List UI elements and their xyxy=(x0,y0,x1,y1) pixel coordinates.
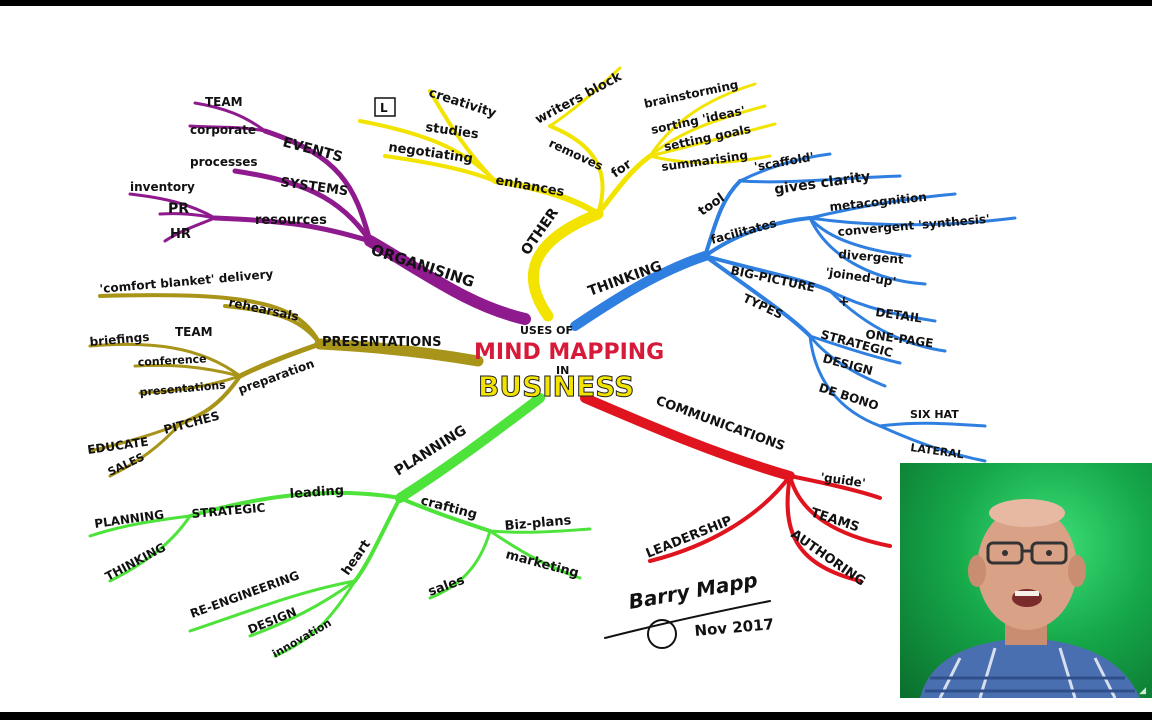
center-title: USES OF MIND MAPPING IN BUSINESS xyxy=(474,324,664,404)
signature-date: Nov 2017 xyxy=(694,615,775,640)
organising-corporate: corporate xyxy=(190,123,256,137)
thinking-lateral: LATERAL xyxy=(910,441,965,461)
presentations-pitches: PITCHES xyxy=(162,409,221,437)
presentations-presentations: presentations xyxy=(139,378,226,399)
thinking-facilitates: facilitates xyxy=(709,216,778,247)
branch-other-lines xyxy=(358,66,777,322)
other-l-box xyxy=(374,97,396,117)
presenter-video xyxy=(920,499,1140,698)
thinking-detail: DETAIL xyxy=(875,305,924,325)
presentations-conference: conference xyxy=(137,352,206,369)
video-watermark-icon: ◢ xyxy=(1139,686,1146,696)
presentations-briefings: briefings xyxy=(89,330,150,349)
other-enhances: enhances xyxy=(494,173,565,200)
presentations-sales: SALES xyxy=(106,450,147,478)
smiley-face xyxy=(647,619,677,649)
planning-thinking: THINKING xyxy=(103,540,168,584)
signature-underline xyxy=(604,600,771,639)
thinking-plus: + xyxy=(838,294,850,310)
center-line1: USES OF xyxy=(520,324,573,337)
thinking-divergent: divergent xyxy=(838,247,905,267)
branch-organising-labels: ORGANISING EVENTS TEAM corporate SYSTEMS… xyxy=(130,95,477,291)
other-studies: studies xyxy=(424,120,479,142)
thinking-gives-clarity: gives clarity xyxy=(773,169,871,198)
thinking-big-picture: BIG-PICTURE xyxy=(729,263,816,295)
presenter-glasses xyxy=(986,541,1024,565)
thinking-convergent: convergent 'synthesis' xyxy=(837,212,990,239)
thinking-six-hat: SIX HAT xyxy=(910,408,959,421)
presentations-rehearsals: rehearsals xyxy=(227,295,300,324)
organising-inventory: inventory xyxy=(130,180,195,194)
center-line3: IN xyxy=(556,364,569,377)
organising-resources: resources xyxy=(255,213,327,228)
organising-hr: HR xyxy=(170,227,191,242)
presentations-label: PRESENTATIONS xyxy=(322,335,441,350)
communications-label: COMMUNICATIONS xyxy=(654,394,787,455)
organising-team: TEAM xyxy=(205,95,243,109)
organising-systems: SYSTEMS xyxy=(279,175,349,199)
presentations-comfort-blanket: 'comfort blanket' delivery xyxy=(99,267,274,296)
bottom-letterbox-bar xyxy=(0,712,1152,720)
planning-biz-plans: Biz-plans xyxy=(504,513,572,534)
communications-guide: 'guide' xyxy=(820,470,867,490)
branch-communications-lines xyxy=(580,393,892,583)
planning-label: PLANNING xyxy=(392,422,470,479)
presenter-head xyxy=(977,506,1077,630)
webcam-overlay: ◢ xyxy=(900,463,1152,698)
center-line2: MIND MAPPING xyxy=(474,340,664,365)
organising-pr: PR xyxy=(168,201,189,217)
thinking-tool: tool xyxy=(696,191,728,220)
communications-teams: TEAMS xyxy=(809,506,861,536)
branch-presentations-lines xyxy=(88,293,484,478)
thinking-scaffold: 'scaffold' xyxy=(753,150,815,174)
center-line4: BUSINESS xyxy=(478,370,634,403)
other-l-box-letter: L xyxy=(380,101,388,115)
branch-presentations-labels: PRESENTATIONS 'comfort blanket' delivery… xyxy=(86,267,441,479)
branch-organising-lines xyxy=(128,101,531,325)
branch-thinking-lines xyxy=(570,152,1017,463)
organising-processes: processes xyxy=(190,155,258,169)
planning-strategic: STRATEGIC xyxy=(191,501,266,521)
planning-sales: sales xyxy=(426,573,467,600)
organising-events: EVENTS xyxy=(281,134,344,165)
branch-planning-lines xyxy=(88,393,592,658)
mind-map: USES OF MIND MAPPING IN BUSINESS ORGANIS… xyxy=(86,66,1017,661)
presenter-shirt xyxy=(920,638,1140,698)
top-letterbox-bar xyxy=(0,0,1152,6)
planning-marketing: marketing xyxy=(504,547,580,581)
organising-label: ORGANISING xyxy=(369,241,477,291)
planning-leading: leading xyxy=(289,483,344,502)
other-for: for xyxy=(609,157,635,182)
thinking-metacognition: metacognition xyxy=(829,190,928,214)
other-writers-block: writers block xyxy=(533,69,625,127)
branch-communications-labels: COMMUNICATIONS 'guide' TEAMS LEADERSHIP … xyxy=(644,394,868,590)
communications-leadership: LEADERSHIP xyxy=(644,514,734,562)
planning-planning-small: PLANNING xyxy=(93,507,164,531)
presentations-team: TEAM xyxy=(175,325,213,339)
